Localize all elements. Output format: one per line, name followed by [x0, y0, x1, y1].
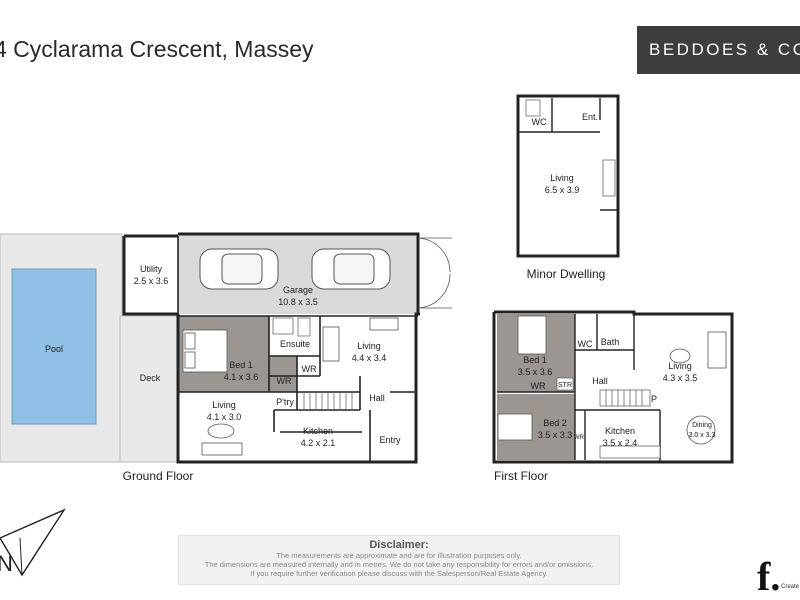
- property-address-title: 4 Cyclarama Crescent, Massey: [0, 36, 314, 62]
- ff-p-label: P: [651, 394, 657, 404]
- car-icon: [311, 248, 391, 290]
- hall-label: Hall: [369, 393, 385, 403]
- ff-kitchen-size: 3.5 x 2.4: [603, 438, 638, 448]
- ff-bed2-label: Bed 2: [543, 418, 567, 428]
- car-icon: [199, 248, 279, 290]
- kitchen-bench-icon: [599, 445, 661, 459]
- ff-wr-label: WR: [531, 381, 546, 391]
- bed1-size: 4.1 x 3.6: [224, 372, 259, 382]
- sofa-icon: [322, 317, 399, 362]
- minor-entry-label: Ent.: [582, 112, 598, 122]
- minor-living-size: 6.5 x 3.9: [545, 185, 580, 195]
- living-lower-size: 4.1 x 3.0: [207, 412, 242, 422]
- pool-label: Pool: [45, 344, 63, 354]
- table-icon: [669, 348, 691, 364]
- sofa-icon: [707, 331, 727, 369]
- kitchen-label: Kitchen: [303, 426, 333, 436]
- disclaimer-line: The measurements are approximate and are…: [276, 551, 522, 560]
- ff-living-size: 4.3 x 3.5: [663, 373, 698, 383]
- basin-icon: [272, 317, 294, 335]
- living-upper-label: Living: [357, 341, 381, 351]
- ff-wr-small-label: WR: [574, 435, 585, 441]
- ff-living-label: Living: [668, 361, 692, 371]
- wr-label: WR: [277, 376, 292, 386]
- utility-size: 2.5 x 3.6: [134, 276, 169, 286]
- ensuite-label: Ensuite: [280, 339, 310, 349]
- minor-dwelling-plan: WC Ent. Living 6.5 x 3.9 Minor Dwelling: [516, 94, 620, 281]
- create-logo-text: Create: [781, 584, 800, 590]
- deck-east-area: [119, 315, 179, 463]
- sofa-icon: [201, 442, 243, 456]
- wardrobe-area: [269, 356, 297, 392]
- kitchen-size: 4.2 x 2.1: [301, 438, 336, 448]
- bed1-label: Bed 1: [229, 360, 253, 370]
- minor-living-label: Living: [550, 173, 574, 183]
- ff-kitchen-label: Kitchen: [605, 426, 635, 436]
- first-floor-caption: First Floor: [494, 469, 548, 483]
- ground-floor-walls: [122, 232, 420, 464]
- deck-label: Deck: [140, 373, 161, 383]
- minor-dwelling-caption: Minor Dwelling: [527, 267, 606, 281]
- garage-label: Garage: [283, 285, 313, 295]
- ff-str-label: STR: [558, 382, 572, 389]
- entry-label: Entry: [379, 435, 401, 445]
- minor-wc-label: WC: [532, 117, 547, 127]
- utility-label: Utility: [140, 264, 162, 274]
- north-arrow-icon: N: [0, 508, 66, 577]
- ff-wc-label: WC: [578, 339, 593, 349]
- north-label: N: [0, 551, 13, 576]
- disclaimer-title: Disclaimer:: [369, 539, 429, 551]
- bed-icon: [497, 413, 533, 441]
- wr-label: WR: [302, 364, 317, 374]
- ff-bed2-size: 3.5 x 3.3: [538, 430, 573, 440]
- toilet-icon: [525, 99, 541, 117]
- agency-brand-logo: BEDDOES & CO: [637, 26, 800, 74]
- living-lower-label: Living: [212, 400, 236, 410]
- table-icon: [207, 423, 235, 439]
- dining-table-icon: [686, 415, 716, 445]
- store-cupboard: [556, 377, 574, 391]
- pantry-label: P'try: [276, 397, 294, 407]
- toilet-icon: [297, 317, 311, 337]
- bed-icon: [182, 329, 228, 373]
- bed-icon: [517, 315, 547, 355]
- living-upper-size: 4.4 x 3.4: [352, 353, 387, 363]
- create-logo-mark: f.: [757, 554, 781, 599]
- ff-bed1-size: 3.5 x 3.6: [518, 367, 553, 377]
- first-floor-stairs: [599, 389, 651, 407]
- ff-dining-label: Dining: [692, 422, 712, 429]
- disclaimer-line: If you require further verification plea…: [250, 569, 548, 578]
- ground-stairs: [303, 393, 353, 409]
- ground-floor-plan: Pool Deck Utility 2.5 x 3.6 Garage 10.8 …: [0, 232, 452, 483]
- ff-bed1-label: Bed 1: [523, 355, 547, 365]
- ff-hall-label: Hall: [592, 376, 608, 386]
- ground-floor-caption: Ground Floor: [123, 469, 194, 483]
- garage-door-swing: [417, 237, 452, 309]
- first-floor-plan: Bed 1 3.5 x 3.6 WC Bath WR STR Hall P Be…: [492, 310, 734, 483]
- ff-dining-size: 3.0 x 3.3: [689, 432, 716, 439]
- ff-bath-label: Bath: [601, 337, 620, 347]
- garage-size: 10.8 x 3.5: [278, 297, 318, 307]
- disclaimer-box: Disclaimer: The measurements are approxi…: [178, 535, 620, 585]
- disclaimer-line: The dimensions are measured internally a…: [204, 560, 594, 569]
- kitchenette-icon: [602, 159, 616, 197]
- pool-area: [11, 268, 97, 425]
